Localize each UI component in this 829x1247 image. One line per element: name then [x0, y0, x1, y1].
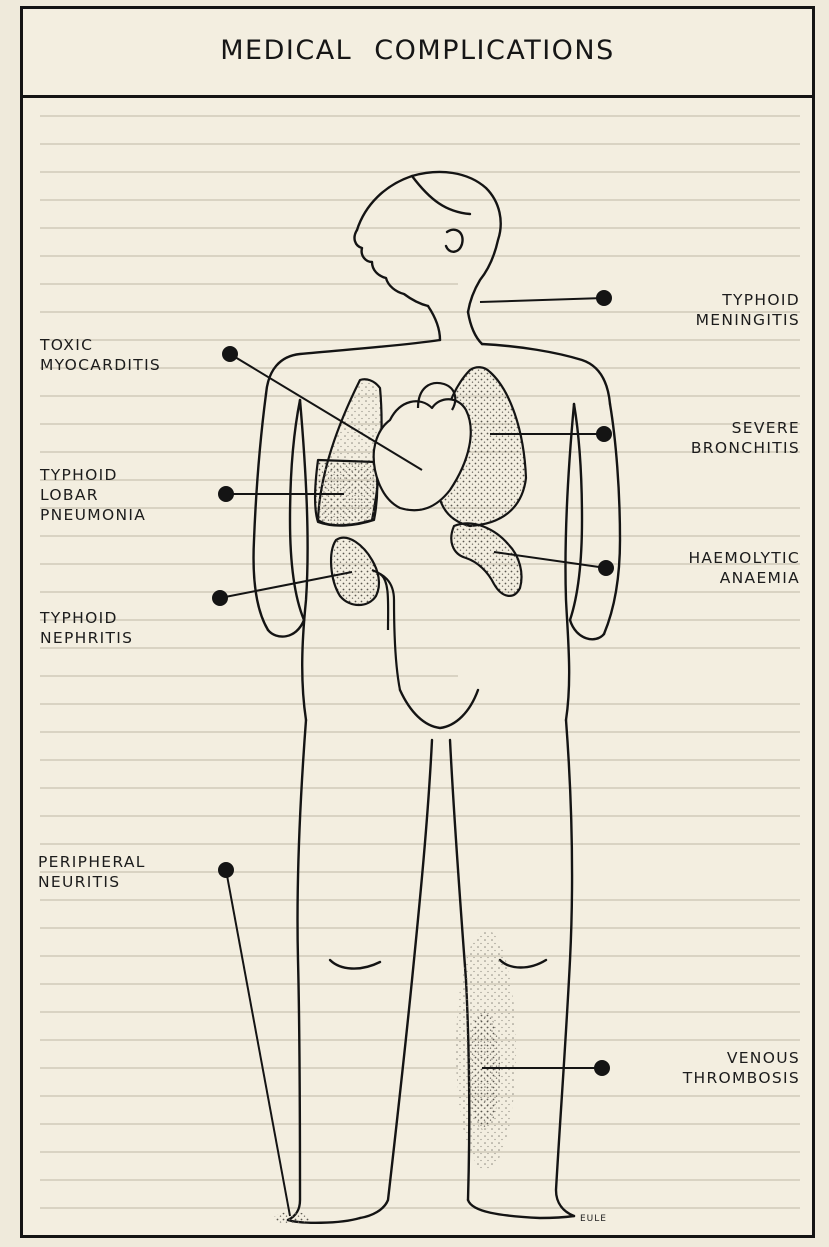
- pelvis: [400, 690, 478, 728]
- leader-nephritis: [220, 572, 352, 598]
- left-knee: [330, 960, 380, 969]
- kidney: [331, 538, 379, 605]
- left-leg-inner: [360, 740, 432, 1218]
- head-outline: [357, 172, 501, 312]
- label-typhoid-meningitis: TYPHOID MENINGITIS: [620, 290, 800, 330]
- leader-meningitis: [480, 298, 604, 302]
- label-venous-thrombosis: VENOUS THROMBOSIS: [610, 1048, 800, 1088]
- label-peripheral-neuritis: PERIPHERAL NEURITIS: [38, 852, 228, 892]
- label-typhoid-lobar-pneumonia: TYPHOID LOBAR PNEUMONIA: [40, 465, 220, 525]
- dot-pneumonia: [219, 487, 233, 501]
- ear: [446, 230, 463, 252]
- left-hand: [268, 620, 304, 637]
- artist-signature: EULE: [580, 1214, 607, 1224]
- left-shoulder: [266, 340, 440, 394]
- hairline: [412, 176, 470, 214]
- thrombosis-core: [468, 1010, 500, 1130]
- dot-thrombosis: [595, 1061, 609, 1075]
- label-haemolytic-anaemia: HAEMOLYTIC ANAEMIA: [620, 548, 800, 588]
- right-leg-outer: [556, 720, 574, 1216]
- liver: [451, 523, 521, 595]
- label-severe-bronchitis: SEVERE BRONCHITIS: [620, 418, 800, 458]
- leader-neuritis: [226, 870, 290, 1216]
- neck-left: [428, 306, 440, 340]
- dot-anaemia: [599, 561, 613, 575]
- face-profile: [355, 230, 428, 306]
- left-leg-outer: [288, 720, 306, 1220]
- dot-bronchitis: [597, 427, 611, 441]
- left-lung-base: [315, 460, 377, 526]
- neck-right: [468, 312, 482, 344]
- ureter-inner: [380, 574, 388, 630]
- right-hand: [570, 620, 604, 639]
- left-arm-outer: [254, 394, 268, 630]
- label-typhoid-nephritis: TYPHOID NEPHRITIS: [40, 608, 220, 648]
- foot-stipple: [274, 1212, 310, 1224]
- torso-left: [300, 400, 308, 720]
- dot-nephritis: [213, 591, 227, 605]
- label-toxic-myocarditis: TOXIC MYOCARDITIS: [40, 335, 230, 375]
- dot-meningitis: [597, 291, 611, 305]
